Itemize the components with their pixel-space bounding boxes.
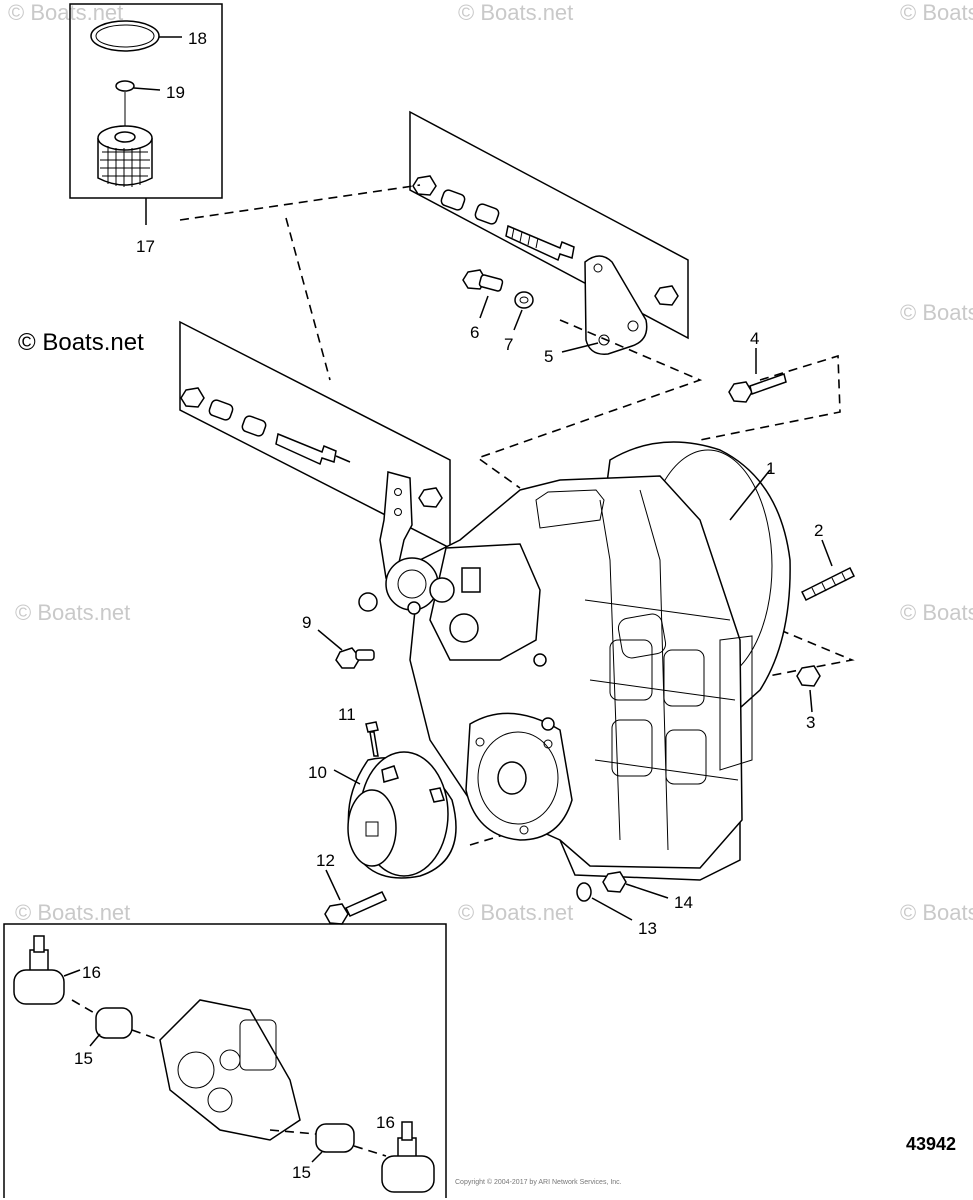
callout-16-bottom: 16 xyxy=(376,1113,395,1132)
nut-part-3 xyxy=(796,665,821,687)
lower-mount-panel xyxy=(179,320,451,579)
bolt-part-4 xyxy=(728,373,787,403)
washer-part xyxy=(514,291,534,309)
spacer-part xyxy=(440,189,466,211)
callout-1: 1 xyxy=(766,459,775,478)
callout-labels: 1 2 3 4 5 6 7 9 10 11 12 13 14 15 15 16 … xyxy=(74,29,823,1182)
solenoid-valve-part xyxy=(13,969,65,1005)
callout-5: 5 xyxy=(544,347,553,366)
stud-part xyxy=(275,432,337,466)
callout-13: 13 xyxy=(638,919,657,938)
coupler-part-10 xyxy=(347,751,457,879)
callout-19: 19 xyxy=(166,83,185,102)
callout-14: 14 xyxy=(674,893,693,912)
figure-number: 43942 xyxy=(906,1134,956,1154)
gear-case-part xyxy=(409,475,743,869)
sensor-part xyxy=(461,567,481,593)
callout-12: 12 xyxy=(316,851,335,870)
dashed-leaders xyxy=(179,184,855,846)
callout-11: 11 xyxy=(338,705,356,724)
callout-15-bottom: 15 xyxy=(292,1163,311,1182)
transmission-housing xyxy=(358,441,791,881)
solenoid-inset xyxy=(3,923,447,1198)
watermark: © Boats.net xyxy=(900,300,973,325)
valve-body-part xyxy=(429,543,541,661)
copyright-note: Copyright © 2004-2017 by ARI Network Ser… xyxy=(455,1178,622,1186)
solenoid-valve-part xyxy=(381,1155,435,1193)
nut-part xyxy=(180,387,205,408)
connector-part xyxy=(315,1123,355,1153)
watermark: © Boats.net xyxy=(458,900,573,925)
callout-9: 9 xyxy=(302,613,311,632)
set-screw-part-11 xyxy=(365,721,379,757)
watermark: © Boats.net xyxy=(900,600,973,625)
watermark: © Boats.net xyxy=(15,600,130,625)
stud-part-2 xyxy=(800,566,856,602)
watermark: © Boats.net xyxy=(900,0,973,25)
callout-7: 7 xyxy=(504,335,513,354)
nut-part xyxy=(418,487,443,508)
spacer-part xyxy=(241,415,267,437)
callout-16-top: 16 xyxy=(82,963,101,982)
spacer-part xyxy=(474,203,500,225)
o-ring-part xyxy=(90,20,160,52)
inset-box xyxy=(3,923,447,1198)
spacer-part xyxy=(208,399,234,421)
o-ring-inner xyxy=(95,24,155,48)
bolt-part-12 xyxy=(324,891,388,925)
watermark: © Boats.net xyxy=(15,900,130,925)
watermark: © Boats.net xyxy=(900,900,973,925)
nut-part-14 xyxy=(602,871,627,893)
callout-2: 2 xyxy=(814,521,823,540)
nut-part xyxy=(412,175,437,196)
watermark-main: © Boats.net xyxy=(18,329,144,356)
callout-4: 4 xyxy=(750,329,759,348)
callout-10: 10 xyxy=(308,763,327,782)
switch-part-9 xyxy=(335,647,375,669)
callout-6: 6 xyxy=(470,323,479,342)
mount-bracket-part xyxy=(584,255,648,355)
nut-part xyxy=(654,285,679,306)
callout-3: 3 xyxy=(806,713,815,732)
mount-panel xyxy=(409,110,689,340)
filter-element-part xyxy=(97,138,153,186)
filter-kit-inset xyxy=(69,3,223,225)
watermark: © Boats.net xyxy=(458,0,573,25)
connector-part xyxy=(95,1007,133,1039)
callout-17: 17 xyxy=(136,237,155,256)
washer-part-13 xyxy=(576,882,592,902)
upper-mount-panel xyxy=(409,110,689,355)
retaining-ring-part xyxy=(115,80,135,92)
callout-15-top: 15 xyxy=(74,1049,93,1068)
stud-part xyxy=(505,224,575,262)
callout-18: 18 xyxy=(188,29,207,48)
